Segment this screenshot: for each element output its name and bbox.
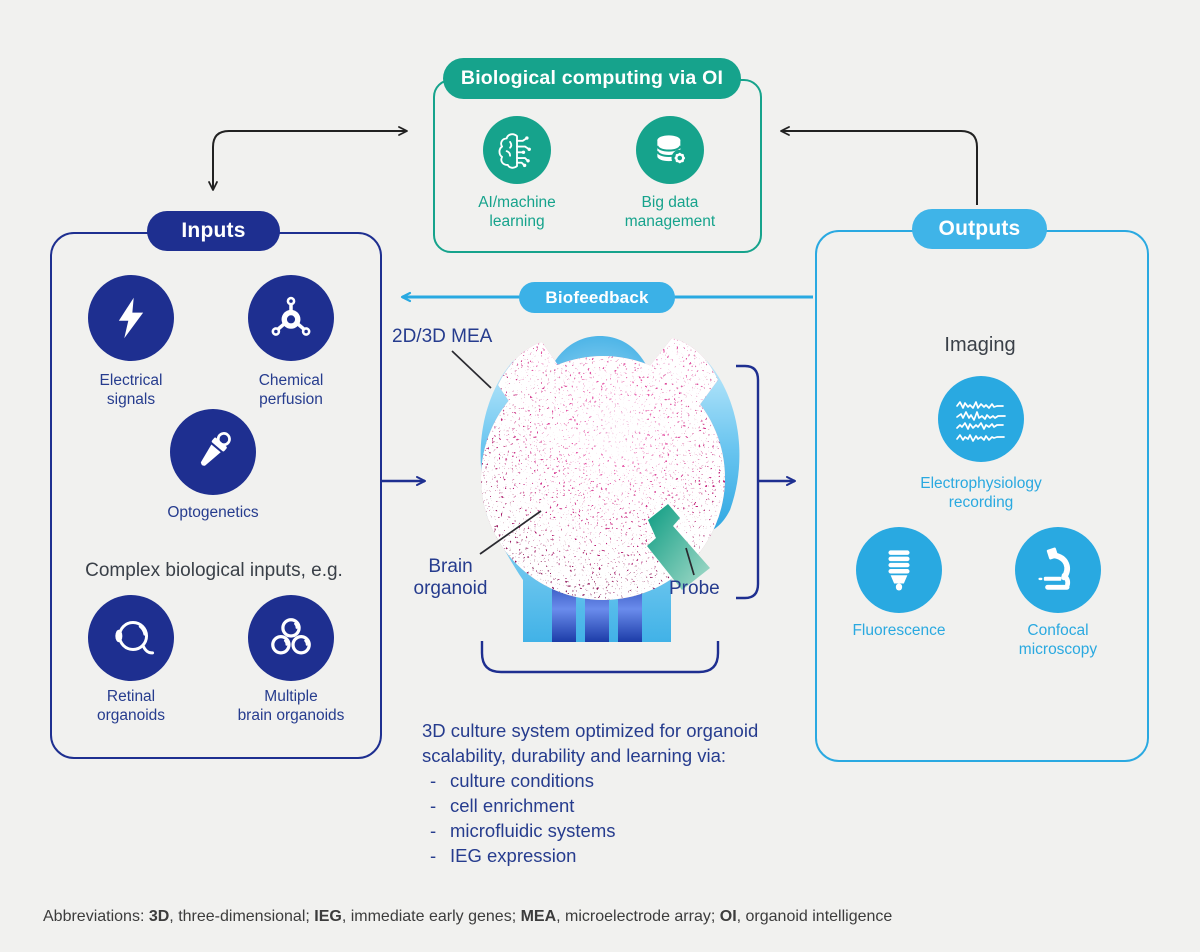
retinal-organoids-label: Retinal organoids [96, 688, 166, 724]
culture-note: 3D culture system optimized for organoid… [422, 718, 822, 868]
culture-bullet: culture conditions [422, 768, 822, 793]
ai-ml-label: AI/machine learning [478, 194, 556, 230]
retinal-organoids-item [88, 595, 174, 681]
chemical-perfusion-label: Chemical perfusion [258, 372, 324, 408]
pointer-line-mea [451, 350, 492, 389]
abbr-definition: , three-dimensional; [169, 908, 315, 925]
culture-bullet: microfluidic systems [422, 818, 822, 843]
mea-annotation: 2D/3D MEA [392, 326, 493, 347]
biofeedback-pill: Biofeedback [519, 282, 675, 313]
abbr-term: MEA [520, 908, 557, 925]
abbr-definition: , organoid intelligence [736, 908, 893, 925]
outputs-title: Outputs [912, 209, 1047, 249]
optogenetics-label: Optogenetics [167, 504, 259, 521]
abbr-term: OI [719, 908, 737, 925]
culture-line-1: 3D culture system optimized for organoid [422, 720, 759, 741]
culture-bullet: IEG expression [422, 843, 822, 868]
pointer-line-probe [685, 547, 695, 576]
bracket-bottom [480, 641, 720, 674]
brain-organoid-annotation: Brain organoid [413, 556, 488, 599]
fluorescence-label: Fluorescence [852, 622, 946, 639]
inputs-title: Inputs [147, 211, 280, 251]
electrophysiology-label: Electrophysiology recording [920, 475, 1042, 511]
microscope-icon [1038, 547, 1071, 590]
bracket-right [736, 364, 760, 600]
chemical-perfusion-item [248, 275, 334, 361]
pointer-line-organoid [479, 510, 542, 555]
molecule-icon [271, 296, 311, 336]
abbr-term: 3D [148, 908, 170, 925]
abbreviations: Abbreviations: 3D, three-dimensional; IE… [43, 908, 1183, 926]
big-data-item [636, 116, 704, 184]
flashlight-icon [200, 432, 231, 466]
database-gear-icon [656, 135, 689, 167]
culture-bullet: cell enrichment [422, 793, 822, 818]
eye-icon [115, 620, 155, 655]
optogenetics-item [170, 409, 256, 495]
probe-annotation: Probe [669, 578, 720, 599]
multiple-organoids-label: Multiple brain organoids [237, 688, 345, 724]
arrow-computing-inputs [208, 126, 408, 191]
confocal-label: Confocal microscopy [1018, 622, 1098, 658]
brain-organoid-illustration [480, 336, 740, 642]
arrow-outputs-computing [780, 126, 978, 205]
culture-line-2: scalability, durability and learning via… [422, 745, 727, 766]
imaging-heading: Imaging [944, 334, 1016, 356]
ai-ml-item [483, 116, 551, 184]
biological-computing-title: Biological computing via OI [443, 58, 741, 99]
multiple-organoids-item [248, 595, 334, 681]
three-spheres-icon [271, 618, 311, 655]
abbr-definition: , immediate early genes; [341, 908, 521, 925]
confocal-item [1015, 527, 1101, 613]
abbreviations-label: Abbreviations: [43, 908, 149, 925]
cfl-bulb-icon [888, 550, 910, 591]
big-data-label: Big data management [624, 194, 716, 230]
waveform-icon [956, 401, 1006, 442]
electrical-signals-item [88, 275, 174, 361]
electrical-signals-label: Electrical signals [99, 372, 163, 408]
electrophysiology-item [938, 376, 1024, 462]
abbr-definition: , microelectrode array; [556, 908, 720, 925]
lightning-icon [118, 297, 144, 339]
abbr-term: IEG [314, 908, 342, 925]
probe-graphic [647, 504, 710, 590]
brain-circuit-icon [498, 133, 531, 169]
fluorescence-item [856, 527, 942, 613]
complex-inputs-subheading: Complex biological inputs, e.g. [85, 560, 343, 581]
